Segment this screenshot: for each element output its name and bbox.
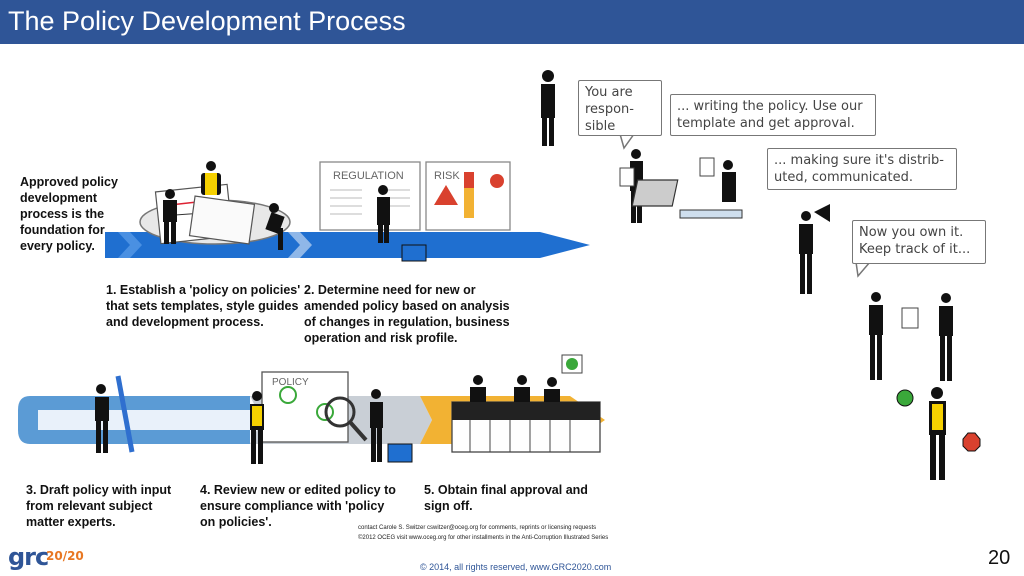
grc-logo-sup: 20/20 (46, 549, 84, 563)
person-traffic-vest (929, 387, 946, 480)
policy-doc (261, 371, 349, 443)
contact-line-1: contact Carole S. Switzer cswitzer@oceg.… (358, 525, 597, 531)
magnifier-icon (324, 396, 356, 428)
go-sign-icon (896, 389, 914, 407)
bubble-own-it: Now you own it. Keep track of it... (852, 220, 986, 264)
contact-line-2: ©2012 OCEG visit www.oceg.org for other … (358, 535, 609, 541)
regulation-label: REGULATION (333, 170, 404, 182)
bubble-writing-policy: ... writing the policy. Use our template… (670, 94, 876, 136)
step-3-caption: 3. Draft policy with input from relevant… (26, 483, 172, 529)
person-owner-left (869, 292, 883, 380)
policy-label: POLICY (272, 377, 309, 388)
person-megaphone (799, 211, 813, 294)
giant-pen-icon (115, 375, 135, 453)
risk-x-icon (490, 174, 504, 188)
grc-logo: grc (8, 543, 49, 571)
warning-icon (434, 185, 458, 205)
laptop-desk (631, 160, 743, 219)
person-step1-left (163, 189, 177, 244)
intro-text: Approved policy development process is t… (20, 175, 118, 253)
step-1-caption: 1. Establish a 'policy on policies' that… (106, 283, 301, 329)
title-bar (0, 0, 1024, 44)
person-step1-right (265, 203, 285, 250)
page-number: 20 (988, 547, 1011, 569)
person-step4-right (370, 389, 383, 462)
copyright: © 2014, all rights reserved, www.GRC2020… (420, 562, 612, 572)
person-owner-right (939, 293, 953, 381)
stop-sign-icon (962, 432, 981, 452)
megaphone-icon (814, 204, 830, 222)
bubble-distributed: ... making sure it's distrib- uted, comm… (767, 148, 957, 190)
person-you-are-responsible (541, 70, 555, 146)
step-4-caption: 4. Review new or edited policy to ensure… (200, 483, 396, 529)
slide-title: The Policy Development Process (8, 6, 406, 36)
risk-label: RISK (434, 170, 460, 182)
person-step2 (377, 185, 390, 243)
person-step1-vest (201, 161, 221, 195)
regulation-doc (319, 161, 421, 231)
person-step4-vest (250, 391, 264, 464)
person-step3 (95, 384, 109, 453)
briefcase-icon (401, 244, 427, 262)
step-5-caption: 5. Obtain final approval and sign off. (424, 483, 588, 513)
bubble-you-are-responsible: You are respon- sible (578, 80, 662, 136)
step-2-caption: 2. Determine need for new or amended pol… (304, 283, 510, 345)
